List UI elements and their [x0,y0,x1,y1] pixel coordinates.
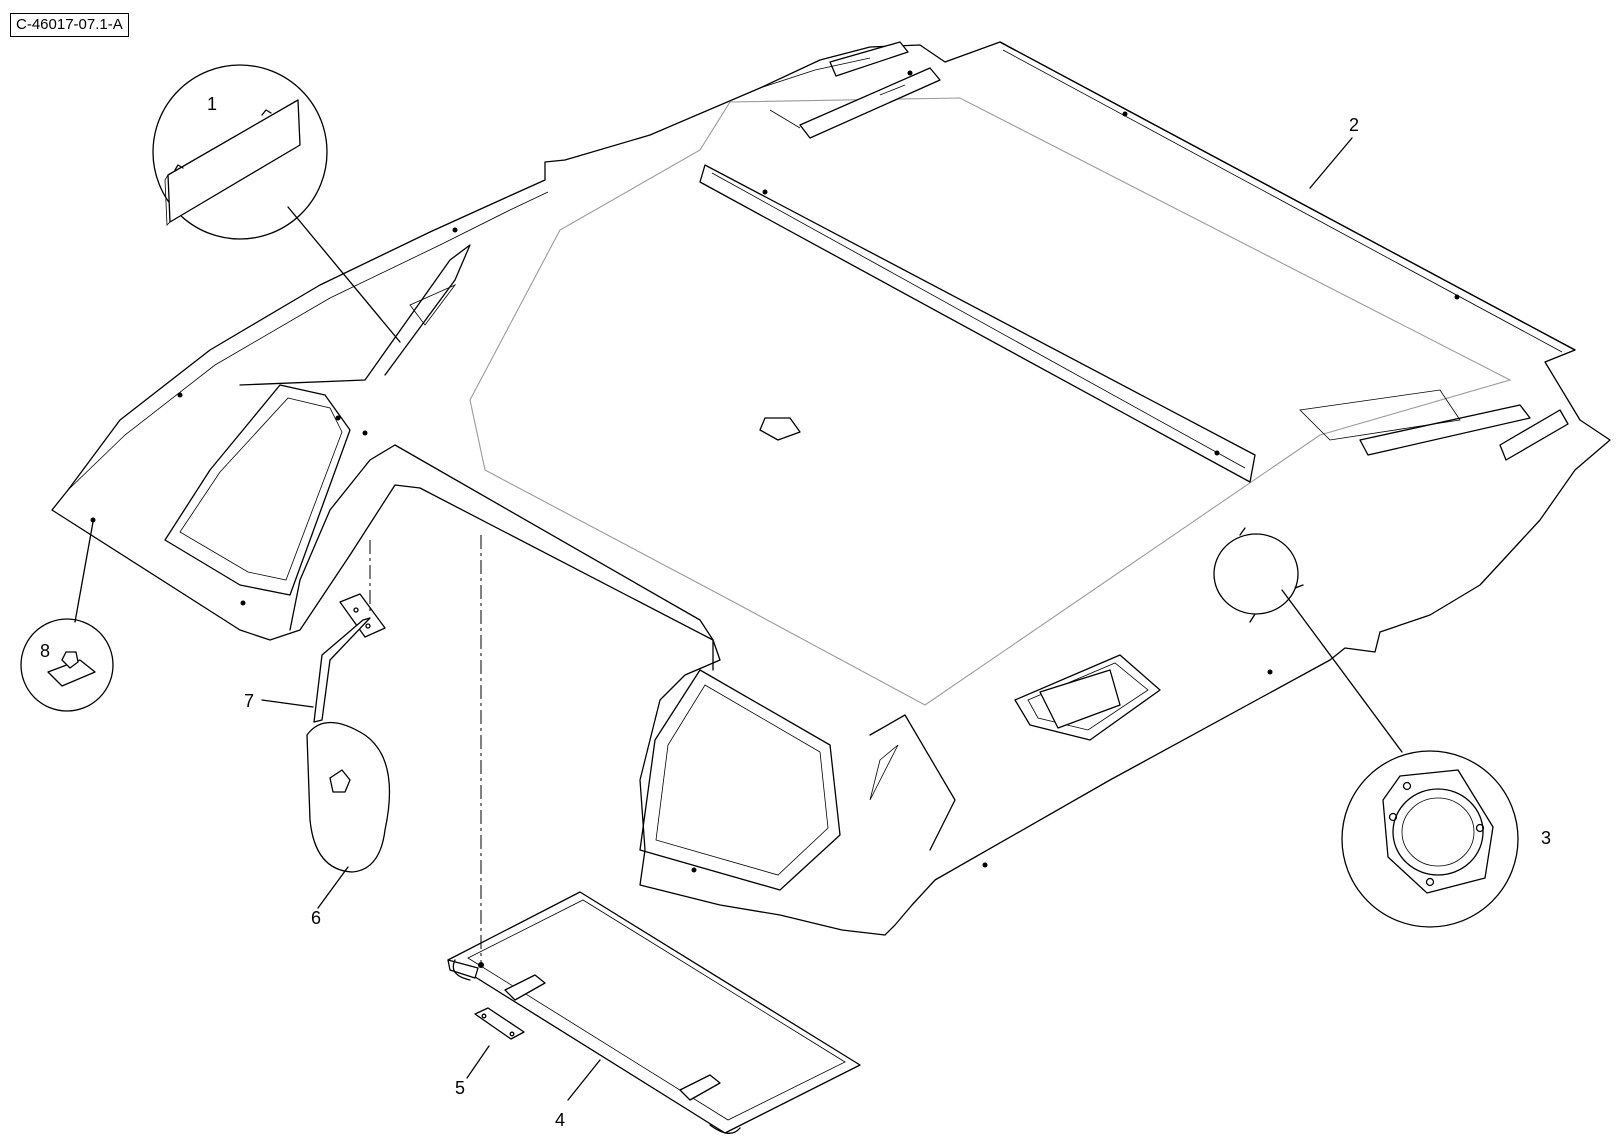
detail-cover-panel [152,64,401,343]
callout-2: 2 [1349,115,1359,135]
callout-5: 5 [455,1078,465,1098]
leader-2 [1309,137,1353,189]
callout-7: 7 [244,691,254,711]
headliner-panel [51,41,1611,936]
detail-speed-nut [20,521,114,712]
mirror [306,722,391,909]
callout-3: 3 [1541,828,1551,848]
callout-4: 4 [555,1110,565,1130]
mirror-arm [261,540,386,723]
clip [466,1007,525,1079]
detail-speaker-grille [1281,589,1519,928]
callout-8: 8 [40,641,50,661]
callout-1: 1 [207,94,217,114]
callout-6: 6 [311,908,321,928]
sun-visor [447,535,861,1134]
figure-reference-label: C-46017-07.1-A [10,13,129,37]
